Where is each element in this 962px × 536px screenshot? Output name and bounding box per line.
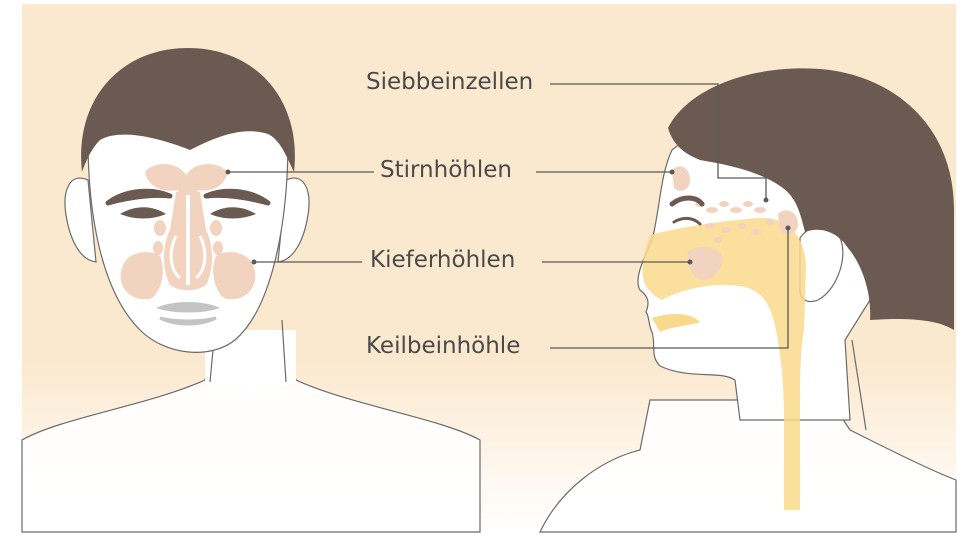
leader-dot [786, 226, 791, 231]
front-ethmoid-cell [213, 241, 223, 255]
leader-dot [688, 260, 693, 265]
leader-dot [252, 260, 257, 265]
label-frontal-sinuses: Stirnhöhlen [380, 159, 512, 182]
label-sphenoid-sinus: Keilbeinhöhle [366, 335, 520, 358]
leader-dot [226, 170, 231, 175]
front-ethmoid-cell [210, 220, 222, 236]
leader-dot [764, 198, 769, 203]
label-ethmoid-cells: Siebbeinzellen [366, 71, 533, 94]
front-ethmoid-cell [154, 220, 166, 236]
label-maxillary-sinuses: Kieferhöhlen [370, 249, 515, 272]
front-ethmoid-cell [153, 241, 163, 255]
leader-dot [670, 170, 675, 175]
